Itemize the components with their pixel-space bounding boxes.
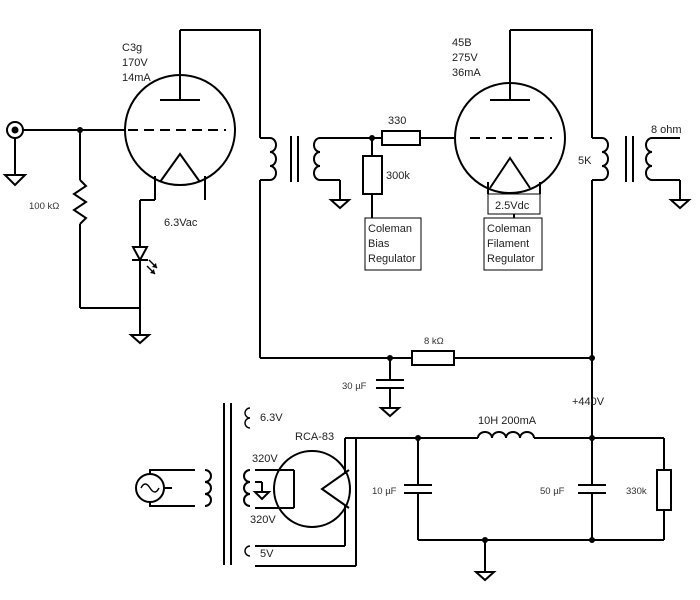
input-resistor: [72, 130, 88, 308]
junction-dot: [589, 537, 595, 543]
heater-winding-label: 6.3V: [260, 412, 283, 424]
supply-resistor: [411, 350, 592, 366]
output-transformer-primary: 5K: [578, 155, 592, 167]
decoupling-capacitor-label: 30 µF: [342, 381, 367, 392]
ac-source-icon: [135, 469, 195, 507]
bias-resistor-label: 300k: [386, 170, 410, 182]
input-jack-icon: [2, 121, 126, 187]
ground-icon: [252, 491, 272, 501]
ground-icon: [378, 407, 402, 418]
b-plus-label: +440V: [572, 396, 605, 408]
input-resistor-label: 100 kΩ: [29, 201, 59, 212]
bias-regulator-box: Coleman Bias Regulator: [364, 217, 422, 271]
bleeder-resistor: [656, 438, 672, 540]
power-transformer: [204, 403, 272, 565]
bias-regulator-line-2: Bias: [368, 238, 390, 250]
ground-icon: [668, 199, 692, 210]
input-tube-symbol: [124, 30, 236, 201]
rectifier-tube-symbol: [255, 438, 351, 547]
ground-icon: [328, 199, 352, 210]
output-tube-symbol: [454, 30, 566, 194]
filament-box: 2.5Vdc: [487, 193, 541, 215]
output-tube-current: 36mA: [452, 67, 481, 79]
grid-resistor: [372, 130, 456, 146]
rectifier-label: RCA-83: [295, 431, 334, 443]
output-tube-filament: 2.5Vdc: [495, 200, 530, 212]
filter-capacitor-2-label: 50 µF: [540, 486, 565, 497]
led-icon: [131, 246, 149, 263]
output-tube-type: 45B: [452, 37, 472, 49]
bleeder-resistor-label: 330k: [626, 486, 647, 497]
filter-capacitor-1: [404, 438, 432, 540]
bias-regulator-line-1: Coleman: [368, 223, 412, 235]
choke: [477, 431, 664, 439]
ground-icon: [2, 174, 28, 187]
rectifier-heater-label: 5V: [260, 548, 274, 560]
filament-regulator-line-3: Regulator: [487, 253, 535, 265]
bias-regulator-line-3: Regulator: [368, 253, 416, 265]
filter-capacitor-1-label: 10 µF: [372, 486, 397, 497]
hv-winding-top-label: 320V: [252, 453, 278, 465]
junction-dot: [589, 355, 595, 361]
interstage-transformer: [259, 136, 372, 358]
choke-label: 10H 200mA: [478, 415, 537, 427]
bias-resistor: [362, 138, 383, 218]
supply-resistor-label: 8 kΩ: [424, 336, 444, 347]
input-tube-current: 14mA: [122, 72, 151, 84]
led-bias: [131, 200, 158, 335]
filter-capacitor-2: [578, 438, 606, 540]
output-transformer-secondary: 8 ohm: [651, 124, 682, 136]
input-tube-voltage: 170V: [122, 57, 148, 69]
input-tube-type: C3g: [122, 42, 142, 54]
ground-icon: [128, 334, 152, 345]
ground-icon: [473, 571, 497, 582]
output-tube-voltage: 275V: [452, 52, 478, 64]
input-tube-heater: 6.3Vac: [164, 217, 198, 229]
output-transformer: [591, 136, 692, 440]
filament-regulator-box: Coleman Filament Regulator: [483, 217, 543, 271]
filament-regulator-line-2: Filament: [487, 238, 529, 250]
decoupling-capacitor: [376, 358, 404, 418]
hv-winding-bottom-label: 320V: [250, 514, 276, 526]
filament-regulator-line-1: Coleman: [487, 223, 531, 235]
grid-resistor-label: 330: [388, 115, 406, 127]
